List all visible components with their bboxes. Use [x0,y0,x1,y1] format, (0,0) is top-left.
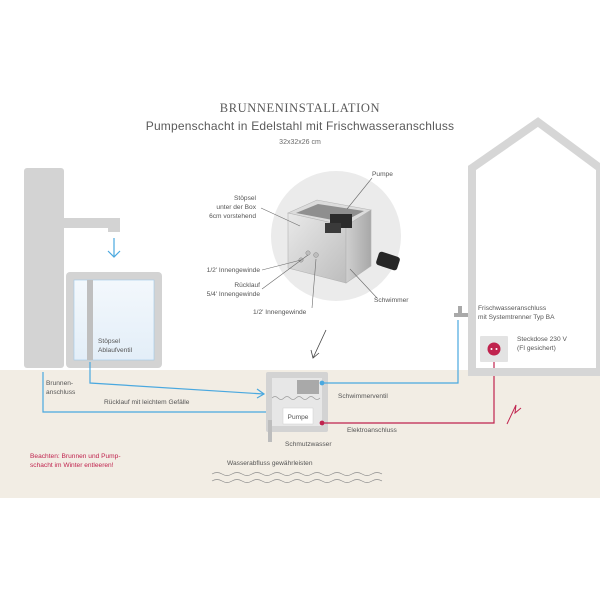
schwimmer-label: Schwimmer [374,297,409,304]
schwimmerventil-label: Schwimmerventil [338,393,388,400]
wasserabfluss-wave-1 [211,472,383,476]
pump-shaft-box [287,199,372,284]
innengewinde-half-b-label: 1/2' Innengewinde [253,309,307,316]
steckdose-label-2: (FI gesichert) [517,345,556,352]
steckdose-label-1: Steckdose 230 V [517,336,567,343]
ruecklauf-detail-label-1: Rücklauf [234,282,260,289]
dimensions-label: 32x32x26 cm [279,139,321,146]
basin-drain-pipe [87,280,93,360]
warning-text-1: Beachten: Brunnen und Pump- [30,453,121,460]
wasserabfluss-wave-2 [211,479,383,483]
frischwasser-pipe [322,320,459,384]
brunnenanschluss-label-2: anschluss [46,389,76,396]
frischwasser-label-1: Frischwasseranschluss [478,305,547,312]
stoepsel-ablauf-label-2: Ablaufventil [98,347,133,354]
brunnenanschluss-label-1: Brunnen- [46,380,73,387]
frischwasser-label-2: mit Systemtrenner Typ BA [478,314,555,321]
ruecklauf-detail-label-2: 5/4' Innengewinde [207,291,261,298]
pump-box-label: Pumpe [288,414,309,421]
pumpe-top-label: Pumpe [372,171,393,178]
schmutzwasser-pipe [268,420,272,442]
stoepsel-box-label-3: 6cm vorstehend [209,213,256,220]
page-title: BRUNNENINSTALLATION [220,101,380,115]
stoepsel-box-label-2: unter der Box [216,204,256,211]
elektro-lightning [506,404,522,425]
schwimmerventil-block [297,380,319,394]
well-spout [64,218,120,232]
page-subtitle: Pumpenschacht in Edelstahl mit Frischwas… [146,119,455,133]
steckdose-face [487,342,501,356]
stoepsel-box-label-1: Stöpsel [234,195,257,202]
elektro-line [322,358,495,424]
well-column [24,168,64,368]
house-tap-pipe [454,313,468,317]
innengewinde-half-a-label: 1/2' Innengewinde [207,267,261,274]
schmutzwasser-label: Schmutzwasser [285,441,332,448]
stoepsel-ablauf-label-1: Stöpsel [98,338,121,345]
pump-box [282,407,314,425]
ruecklauf-pipe [89,362,265,395]
steckdose-hole-left [490,348,493,350]
detail-callout-lines [260,177,378,309]
shaft-water-surface [271,396,321,400]
house-tap-head [458,306,462,314]
ruecklauf-arrowhead [256,388,266,399]
house-outline [468,117,600,376]
detail-pointer-arrow [310,329,327,359]
schwimmer-float [376,251,400,271]
steckdose-hole-right [495,348,498,350]
brunnen-supply-pipe [42,372,268,413]
elektroanschluss-label: Elektroanschluss [347,427,398,434]
warning-text-2: schacht im Winter entleeren! [30,462,114,469]
spout-arrow [107,238,121,258]
ruecklauf-gefaelle-label: Rücklauf mit leichtem Gefälle [104,399,190,406]
wasserabfluss-label: Wasserabfluss gewährleisten [227,460,313,467]
